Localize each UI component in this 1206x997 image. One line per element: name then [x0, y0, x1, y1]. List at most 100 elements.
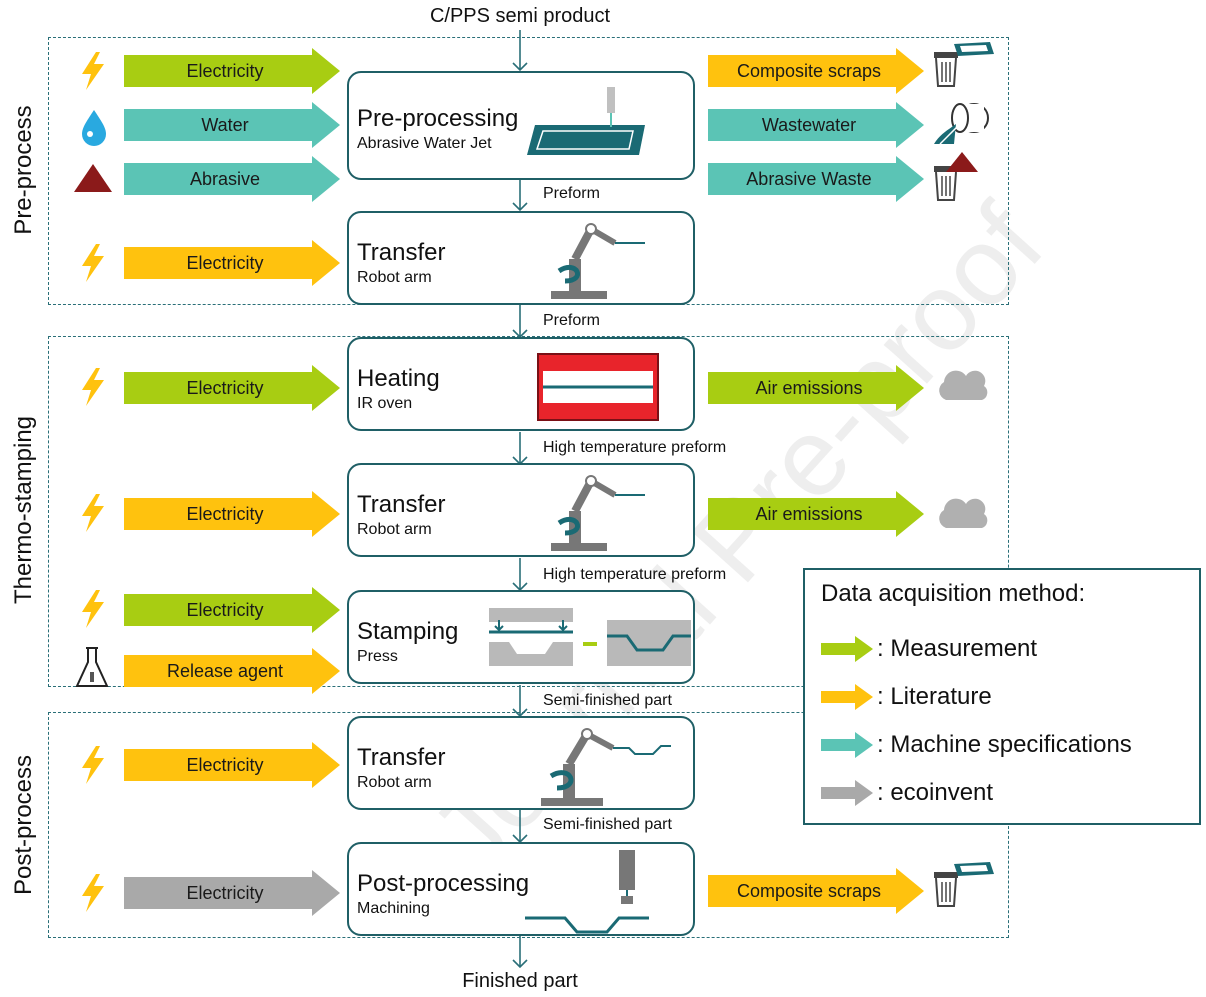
output-arrow-literature: Composite scraps	[708, 48, 924, 94]
flow-label: Preform	[543, 185, 600, 202]
section-label-thermo-stamping: Thermo-stamping	[10, 415, 37, 605]
section-thermo-stamping	[48, 336, 1009, 687]
cloud-icon	[939, 370, 988, 400]
process-subtitle: Press	[357, 648, 398, 665]
lightning-icon	[82, 590, 104, 628]
legend-item-measurement: : Measurement	[821, 632, 1037, 666]
input-arrow-ecoinvent: Electricity	[124, 870, 340, 916]
lightning-icon	[82, 368, 104, 406]
input-arrow-label: Electricity	[186, 883, 264, 903]
abrasive-pile-icon	[74, 164, 112, 192]
process-subtitle: Robot arm	[357, 521, 432, 538]
input-arrow-label: Electricity	[186, 61, 264, 81]
input-arrow-measurement: Electricity	[124, 365, 340, 411]
process-title: Heating	[357, 365, 440, 392]
legend-item-literature: : Literature	[821, 680, 992, 714]
input-arrow-label: Electricity	[186, 504, 264, 524]
process-subtitle: Robot arm	[357, 774, 432, 791]
process-pre-processing: Pre-processing Abrasive Water Jet	[347, 71, 695, 180]
output-arrow-label: Air emissions	[755, 378, 863, 398]
process-title: Transfer	[357, 744, 446, 771]
process-title: Post-processing	[357, 870, 530, 897]
output-arrow-machine_specifications: Wastewater	[708, 102, 924, 148]
water-jet-machine-icon	[527, 87, 645, 155]
ir-oven-icon	[537, 353, 659, 421]
input-material-label: C/PPS semi product	[429, 5, 611, 27]
process-title: Transfer	[357, 239, 446, 266]
input-arrow-literature: Electricity	[124, 491, 340, 537]
legend-item-label: : Measurement	[877, 635, 1038, 662]
input-arrow-measurement: Electricity	[124, 48, 340, 94]
process-subtitle: Robot arm	[357, 269, 432, 286]
input-arrow-measurement: Electricity	[124, 587, 340, 633]
input-arrow-machine_specifications: Abrasive	[124, 156, 340, 202]
trash-bin-icon	[934, 862, 994, 907]
output-arrow-measurement: Air emissions	[708, 491, 924, 537]
press-icon	[489, 608, 691, 666]
flow-label: High temperature preform	[543, 566, 727, 583]
flow-label: Preform	[543, 312, 600, 329]
trash-bin-icon	[934, 152, 978, 201]
flow-label: Semi-finished part	[543, 692, 672, 709]
legend-item-label: : Literature	[877, 683, 992, 710]
input-arrow-label: Electricity	[186, 253, 264, 273]
input-arrow-literature: Electricity	[124, 240, 340, 286]
cloud-icon	[939, 498, 988, 528]
input-arrow-label: Release agent	[166, 661, 284, 681]
output-arrow-label: Composite scraps	[736, 61, 882, 81]
lightning-icon	[82, 52, 104, 90]
lightning-icon	[82, 244, 104, 282]
process-subtitle: IR oven	[357, 395, 413, 412]
input-arrow-literature: Release agent	[124, 648, 340, 694]
process-post-processing: Post-processing Machining	[347, 842, 695, 936]
legend-title: Data acquisition method:	[821, 580, 1086, 607]
flow-label: High temperature preform	[543, 439, 727, 456]
legend-arrow-swatch	[821, 636, 873, 662]
input-arrow-label: Water	[201, 115, 249, 135]
water-drop-icon	[82, 110, 106, 146]
process-heating: Heating IR oven	[347, 337, 695, 431]
robot-arm-icon	[551, 475, 645, 551]
input-arrow-label: Electricity	[186, 600, 264, 620]
lightning-icon	[82, 874, 104, 912]
legend-arrow-swatch	[821, 780, 873, 806]
machining-tool-icon	[525, 850, 649, 934]
process-title: Transfer	[357, 491, 446, 518]
legend-arrow-swatch	[821, 732, 873, 758]
output-arrow-label: Air emissions	[755, 504, 863, 524]
input-arrow-label: Abrasive	[189, 169, 261, 189]
process-stamping: Stamping Press	[347, 590, 695, 684]
section-label-pre-process: Pre-process	[10, 105, 37, 235]
wastewater-pipe-icon	[934, 103, 989, 145]
input-arrow-label: Electricity	[186, 755, 264, 775]
output-arrow-label: Composite scraps	[736, 881, 882, 901]
output-arrow-label: Wastewater	[761, 115, 857, 135]
trash-bin-icon	[934, 42, 994, 87]
input-arrow-machine_specifications: Water	[124, 102, 340, 148]
process-title: Pre-processing	[357, 105, 519, 132]
process-subtitle: Abrasive Water Jet	[357, 135, 492, 152]
robot-arm-icon	[541, 728, 671, 806]
output-arrow-label: Abrasive Waste	[746, 169, 872, 189]
section-post-process	[48, 712, 1009, 938]
legend: Data acquisition method: : Measurement : …	[803, 568, 1201, 825]
input-arrow-label: Electricity	[186, 378, 264, 398]
legend-item-ecoinvent: : ecoinvent	[821, 776, 993, 810]
legend-item-label: : Machine specifications	[877, 731, 1132, 758]
lightning-icon	[82, 746, 104, 784]
output-arrow-measurement: Air emissions	[708, 365, 924, 411]
legend-item-label: : ecoinvent	[877, 779, 994, 806]
process-transfer-2: Transfer Robot arm	[347, 463, 695, 557]
process-subtitle: Machining	[357, 900, 430, 917]
output-material-label: Finished part	[462, 970, 578, 992]
lightning-icon	[82, 494, 104, 532]
legend-item-machine_specifications: : Machine specifications	[821, 728, 1132, 762]
robot-arm-icon	[551, 223, 645, 299]
process-title: Stamping	[357, 618, 459, 645]
legend-arrow-swatch	[821, 684, 873, 710]
input-arrow-literature: Electricity	[124, 742, 340, 788]
section-label-post-process: Post-process	[10, 754, 37, 896]
flow-label: Semi-finished part	[543, 816, 672, 833]
output-arrow-literature: Composite scraps	[708, 868, 924, 914]
process-transfer-3: Transfer Robot arm	[347, 716, 695, 810]
